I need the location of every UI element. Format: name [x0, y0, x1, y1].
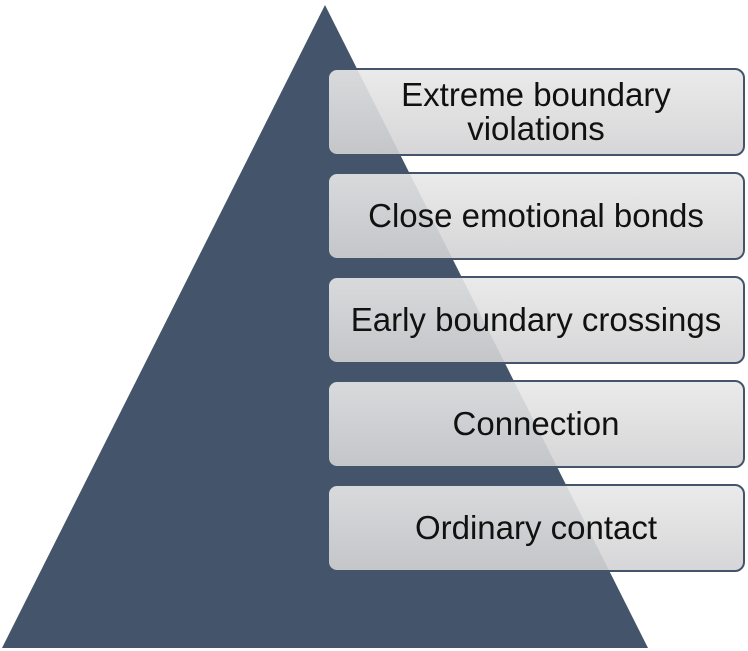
pyramid-level-3: Early boundary crossings	[327, 276, 745, 364]
level-label: Extreme boundary violations	[401, 76, 671, 147]
pyramid-level-2: Close emotional bonds	[327, 172, 745, 260]
level-label: Connection	[452, 405, 620, 442]
pyramid-level-5: Ordinary contact	[327, 484, 745, 572]
level-label: Ordinary contact	[414, 509, 658, 546]
pyramid-level-1: Extreme boundary violations	[327, 68, 745, 156]
level-label: Early boundary crossings	[350, 301, 722, 338]
level-label: Close emotional bonds	[368, 197, 704, 234]
pyramid-level-4: Connection	[327, 380, 745, 468]
